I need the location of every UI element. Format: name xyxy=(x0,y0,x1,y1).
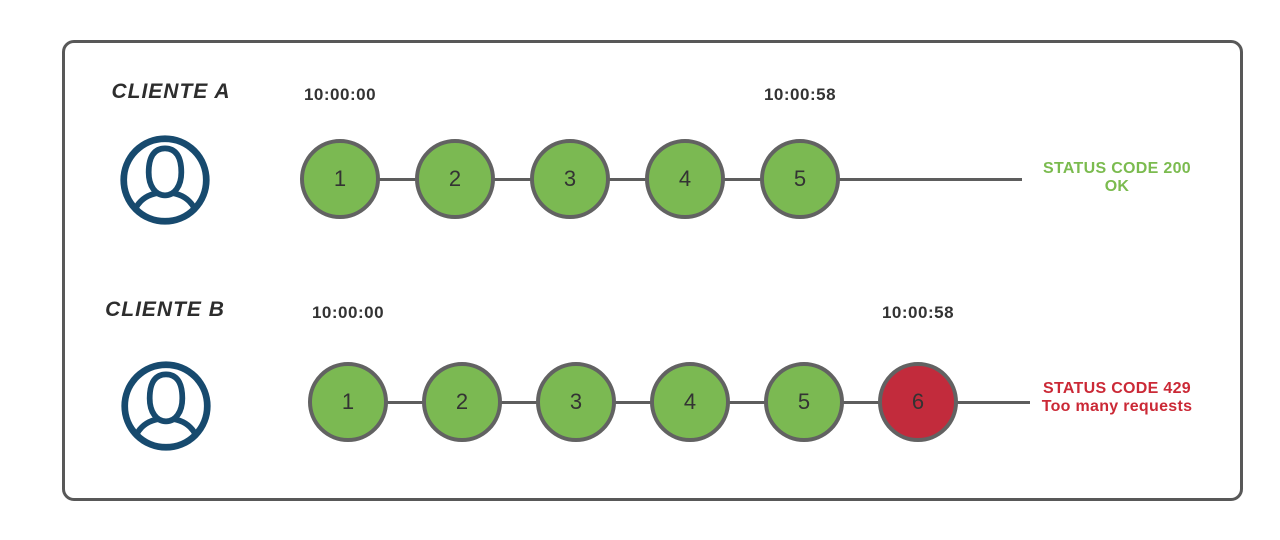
status-message-line: Too many requests xyxy=(1041,398,1193,415)
request-circle: 5 xyxy=(764,362,844,442)
timestamp-start: 10:00:00 xyxy=(303,85,377,104)
status-text-error: STATUS CODE 429 Too many requests xyxy=(1022,380,1212,416)
status-text-success: STATUS CODE 200 OK xyxy=(1022,160,1212,196)
request-circle-rate-limited: 6 xyxy=(878,362,958,442)
request-circle: 2 xyxy=(422,362,502,442)
status-message-line: OK xyxy=(1104,178,1130,195)
client-b-label: CLIENTE B xyxy=(105,298,225,321)
request-circle: 4 xyxy=(645,139,725,219)
client-a-label: CLIENTE A xyxy=(111,80,231,103)
user-avatar-icon xyxy=(117,132,213,228)
request-circle: 2 xyxy=(415,139,495,219)
request-circle: 3 xyxy=(536,362,616,442)
status-code-line: STATUS CODE 200 xyxy=(1043,160,1191,177)
request-circle: 1 xyxy=(300,139,380,219)
diagram-frame xyxy=(62,40,1243,501)
timestamp-start: 10:00:00 xyxy=(311,303,385,322)
request-circle: 1 xyxy=(308,362,388,442)
status-code-line: STATUS CODE 429 xyxy=(1043,380,1191,397)
request-circle: 4 xyxy=(650,362,730,442)
timestamp-end: 10:00:58 xyxy=(763,85,837,104)
request-circle: 5 xyxy=(760,139,840,219)
user-avatar-icon xyxy=(118,358,214,454)
timestamp-end: 10:00:58 xyxy=(881,303,955,322)
request-circle: 3 xyxy=(530,139,610,219)
